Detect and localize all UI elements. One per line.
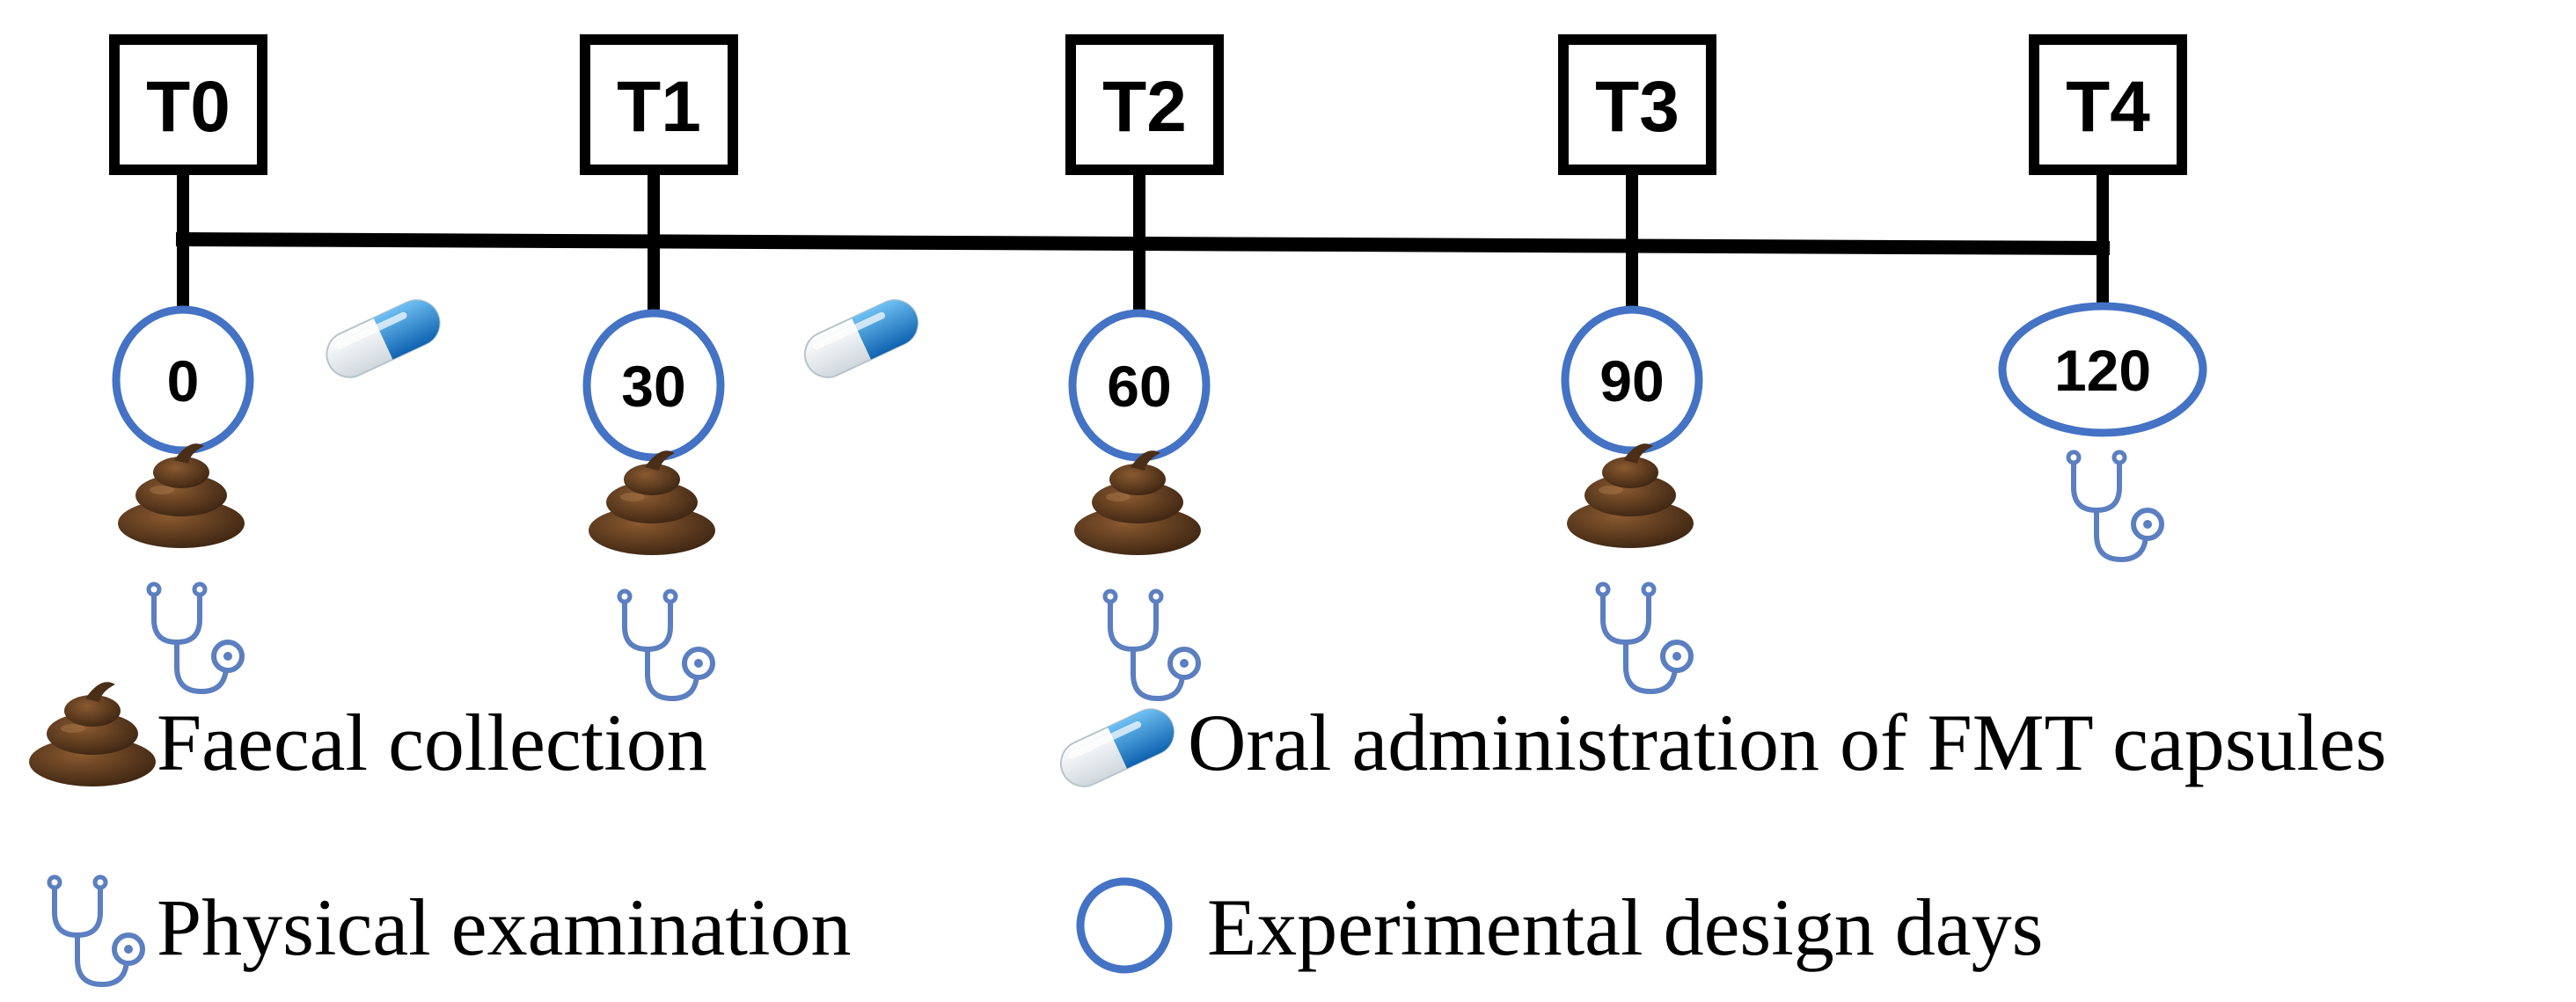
- legend-capsule-label: Oral administration of FMT capsules: [1188, 698, 2387, 787]
- circle-icon: [1076, 877, 1173, 974]
- day-label: 0: [167, 348, 200, 413]
- stethoscope-icon: [619, 591, 713, 698]
- day-label: 60: [1107, 354, 1171, 419]
- timepoint-t0: T0 0: [109, 34, 267, 691]
- legend-capsule: Oral administration of FMT capsules: [1052, 698, 2387, 795]
- legend-exam-label: Physical examination: [157, 882, 852, 972]
- timepoint-t1: T1 30: [580, 34, 738, 698]
- faecal-icon: [118, 443, 245, 548]
- day-label: 30: [621, 354, 685, 419]
- timepoint-t2: T2 60: [1065, 34, 1224, 698]
- timepoint-label: T4: [2066, 67, 2150, 147]
- legend-faecal-label: Faecal collection: [157, 698, 707, 787]
- stethoscope-icon: [1105, 591, 1198, 698]
- capsule-icon: [1052, 700, 1182, 795]
- legend-days-label: Experimental design days: [1207, 882, 2043, 972]
- capsule-icon: [318, 291, 449, 386]
- legend-exam: Physical examination: [49, 877, 852, 984]
- faecal-icon: [29, 682, 156, 786]
- stethoscope-icon: [149, 584, 242, 691]
- day-label: 90: [1599, 348, 1664, 413]
- timeline: T0 0 T1 30 T2 60 T3 90 T4 120: [109, 34, 2207, 698]
- day-label: 120: [2054, 338, 2151, 403]
- timepoint-label: T0: [146, 67, 231, 147]
- faecal-icon: [1567, 443, 1694, 548]
- timepoint-box: [2029, 34, 2187, 175]
- timepoint-label: T3: [1595, 67, 1680, 147]
- capsule-icon: [796, 291, 926, 386]
- timepoint-box: [1065, 34, 1224, 175]
- timepoint-t3: T3 90: [1558, 34, 1716, 691]
- faecal-icon: [1074, 450, 1201, 555]
- faecal-icon: [589, 450, 715, 555]
- timepoint-box: [1558, 34, 1716, 175]
- legend-faecal: Faecal collection: [29, 682, 707, 787]
- timepoint-label: T2: [1102, 67, 1187, 147]
- day-circle: [1998, 302, 2207, 437]
- timepoint-box: [109, 34, 267, 175]
- stethoscope-icon: [2068, 452, 2162, 560]
- timepoint-t4: T4 120: [1998, 34, 2207, 560]
- legend-days: Experimental design days: [1076, 877, 2043, 974]
- legend: Faecal collection Oral administration of…: [29, 682, 2387, 984]
- stethoscope-icon: [49, 877, 143, 984]
- timepoint-box: [580, 34, 738, 175]
- timepoint-label: T1: [617, 67, 701, 147]
- stethoscope-icon: [1598, 584, 1691, 691]
